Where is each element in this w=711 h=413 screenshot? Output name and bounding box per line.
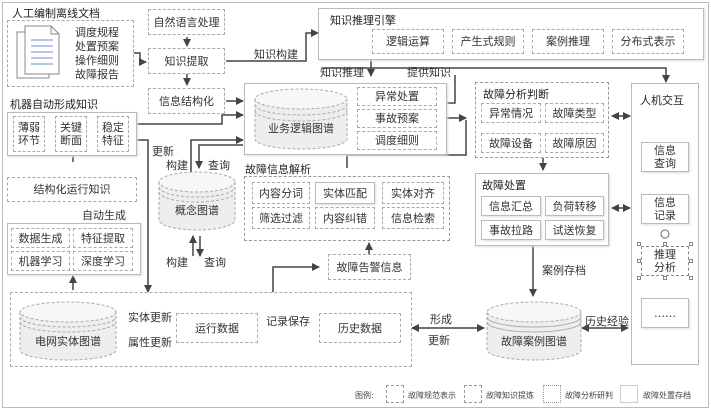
dispatch-rule-box: 调度细则	[357, 131, 437, 150]
logic-op-box: 逻辑运算	[372, 29, 444, 54]
production-rule-box: 产生式规则	[452, 29, 524, 54]
distributed-repr-box: 分布式表示	[612, 29, 684, 54]
selection-handles	[637, 242, 693, 280]
load-shed-box: 事故拉路	[481, 220, 541, 240]
fault-alarm-box: 故障告警信息	[328, 254, 411, 280]
case-graph-label: 故障案例图谱	[501, 334, 567, 348]
nlp-box: 自然语言处理	[148, 9, 225, 35]
edge-label-update2: 更新	[428, 334, 450, 347]
abnormal-case-box: 异常情况	[481, 103, 541, 123]
entity-graph-label: 电网实体图谱	[35, 334, 101, 348]
correction-box: 内容纠错	[315, 207, 375, 229]
info-summary-box: 信息汇总	[481, 196, 541, 216]
diagram-frame	[2, 2, 709, 408]
stable-feature-box: 稳定 特征	[97, 116, 129, 152]
word-seg-box: 内容分词	[252, 182, 310, 204]
entity-match-box: 实体匹配	[315, 182, 375, 204]
fault-type-box: 故障类型	[545, 103, 604, 123]
history-data-box: 历史数据	[319, 313, 401, 343]
knowledge-extract-box: 知识提取	[148, 48, 225, 74]
filter-box: 筛选过滤	[252, 207, 310, 229]
doc-item: 操作细则	[75, 54, 119, 67]
case-reasoning-box: 案例推理	[532, 29, 604, 54]
more-button[interactable]: ……	[641, 298, 689, 328]
accident-plan-box: 事故预案	[357, 109, 437, 128]
legend-swatch-extract	[464, 385, 482, 403]
info-query-button[interactable]: 信息 查询	[641, 142, 689, 172]
legend-swatch-analysis	[543, 385, 561, 403]
info-record-button[interactable]: 信息 记录	[641, 194, 689, 224]
info-structure-box: 信息结构化	[148, 88, 225, 114]
run-data-box: 运行数据	[176, 313, 258, 343]
doc-item: 处置预案	[75, 40, 119, 53]
fault-parse-title: 故障信息解析	[245, 163, 311, 176]
edge-label-query2: 查询	[204, 256, 226, 269]
fault-analysis-title: 故障分析判断	[483, 88, 549, 101]
concept-graph-cylinder: 概念图谱	[158, 171, 236, 231]
machine-learning-box: 机器学习	[11, 251, 70, 271]
info-retrieve-box: 信息检索	[382, 207, 444, 229]
structured-knowledge-box: 结构化运行知识	[7, 177, 137, 202]
reasoning-analysis-button[interactable]: 推理 分析	[641, 246, 689, 276]
legend-item: 故障知识提炼	[486, 391, 534, 400]
legend-item: 故障规范表示	[408, 391, 456, 400]
fault-handling-title: 故障处置	[482, 179, 526, 192]
edge-label-record-save: 记录保存	[266, 315, 310, 328]
document-icon	[16, 25, 60, 79]
load-transfer-box: 负荷转移	[545, 196, 604, 216]
entity-graph-cylinder: 电网实体图谱	[19, 301, 117, 361]
trial-restore-box: 试送恢复	[545, 220, 604, 240]
entity-align-box: 实体对齐	[382, 182, 444, 204]
hmi-title: 人机交互	[640, 94, 684, 107]
data-gen-box: 数据生成	[11, 228, 70, 248]
doc-item: 调度规程	[75, 26, 119, 39]
edge-label-build2: 构建	[166, 256, 188, 269]
case-graph-cylinder: 故障案例图谱	[486, 301, 582, 361]
edge-label-entity-update: 实体更新	[128, 311, 172, 324]
reasoning-engine-title: 知识推理引擎	[330, 14, 396, 27]
legend-swatch-archive	[620, 385, 638, 403]
machine-knowledge-title: 机器自动形成知识	[10, 98, 98, 111]
auto-generate-label: 自动生成	[82, 209, 126, 222]
edge-label-build1: 构建	[166, 159, 188, 172]
edge-label-query1: 查询	[208, 159, 230, 172]
doc-item: 故障报告	[75, 68, 119, 81]
weak-link-box: 薄弱 环节	[13, 116, 45, 152]
edge-label-update: 更新	[152, 145, 174, 158]
business-graph-label: 业务逻辑图谱	[268, 121, 334, 135]
manual-docs-title: 人工编制离线文档	[12, 7, 100, 20]
edge-label-reasoning: 知识推理	[320, 66, 364, 79]
concept-graph-label: 概念图谱	[175, 203, 219, 217]
key-section-box: 关键 断面	[55, 116, 87, 152]
fault-device-box: 故障设备	[481, 133, 541, 153]
deep-learning-box: 深度学习	[73, 251, 133, 271]
edge-label-history-exp: 历史经验	[585, 315, 629, 328]
abnormal-handle-box: 异常处置	[357, 87, 437, 106]
edge-label-attr-update: 属性更新	[128, 336, 172, 349]
legend-swatch-normalize	[386, 385, 404, 403]
rotate-handle-icon[interactable]	[659, 228, 671, 240]
business-graph-cylinder: 业务逻辑图谱	[254, 88, 348, 150]
legend-item: 故障分析研判	[565, 391, 613, 400]
legend-item: 故障处置存档	[643, 391, 691, 400]
feature-extract-box: 特征提取	[73, 228, 133, 248]
fault-cause-box: 故障原因	[545, 133, 604, 153]
edge-label-case-archive: 案例存档	[542, 264, 586, 277]
legend-title: 图例:	[355, 391, 374, 400]
edge-label-build-knowledge: 知识构建	[254, 48, 298, 61]
edge-label-form: 形成	[430, 313, 452, 326]
edge-label-provide: 提供知识	[407, 66, 451, 79]
